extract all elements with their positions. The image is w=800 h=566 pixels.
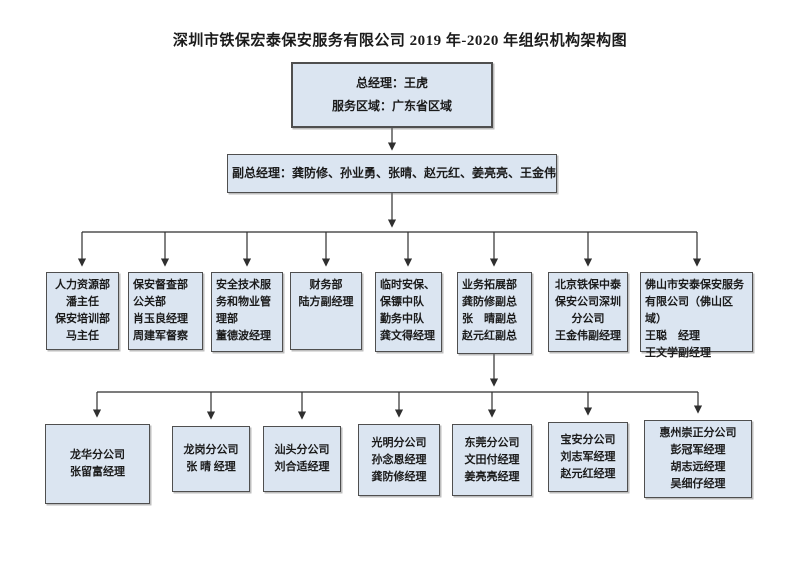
dept-temp-security-box: 临时安保、保镖中队勤务中队龚文得经理 xyxy=(375,272,442,352)
dept-finance-box: 财务部陆方副经理 xyxy=(290,272,362,350)
chart-title: 深圳市铁保宏泰保安服务有限公司 2019 年-2020 年组织机构架构图 xyxy=(172,33,628,49)
branch-longhua-box: 龙华分公司张留富经理 xyxy=(45,424,150,504)
dept-business-dev-box: 业务拓展部龚防修副总张 晴副总赵元红副总 xyxy=(457,272,532,354)
branch-baoan-box: 宝安分公司刘志军经理赵元红经理 xyxy=(548,422,628,492)
dept-security-tech-box: 安全技术服务和物业管理部董德波经理 xyxy=(211,272,283,352)
branch-huizhou-box: 惠州崇正分公司彭冠军经理胡志远经理吴细仔经理 xyxy=(644,420,752,498)
deputy-general-manager-label: 副总经理：龚防修、孙业勇、张晴、赵元红、姜亮亮、王金伟 xyxy=(232,166,557,180)
deputy-general-manager-box: 副总经理：龚防修、孙业勇、张晴、赵元红、姜亮亮、王金伟 xyxy=(227,154,557,193)
branch-shantou-box: 汕头分公司刘合适经理 xyxy=(263,426,341,492)
dept-supervision-box: 保安督查部公关部肖玉良经理周建军督察 xyxy=(128,272,203,350)
branch-longgang-box: 龙岗分公司张 晴 经理 xyxy=(172,426,250,492)
branch-beijing-shenzhen-box: 北京铁保中泰保安公司深圳分公司王金伟副经理 xyxy=(548,272,628,352)
branch-dongguan-box: 东莞分公司文田付经理姜亮亮经理 xyxy=(452,424,532,496)
general-manager-box: 总经理：王虎服务区域：广东省区域 xyxy=(291,62,493,128)
branch-guangming-box: 光明分公司孙念恩经理龚防修经理 xyxy=(358,424,440,496)
dept-hr-box: 人力资源部潘主任保安培训部马主任 xyxy=(46,272,119,350)
branch-foshan-antai-box: 佛山市安泰保安服务有限公司（佛山区域）王聪 经理王文学副经理 xyxy=(640,272,753,359)
